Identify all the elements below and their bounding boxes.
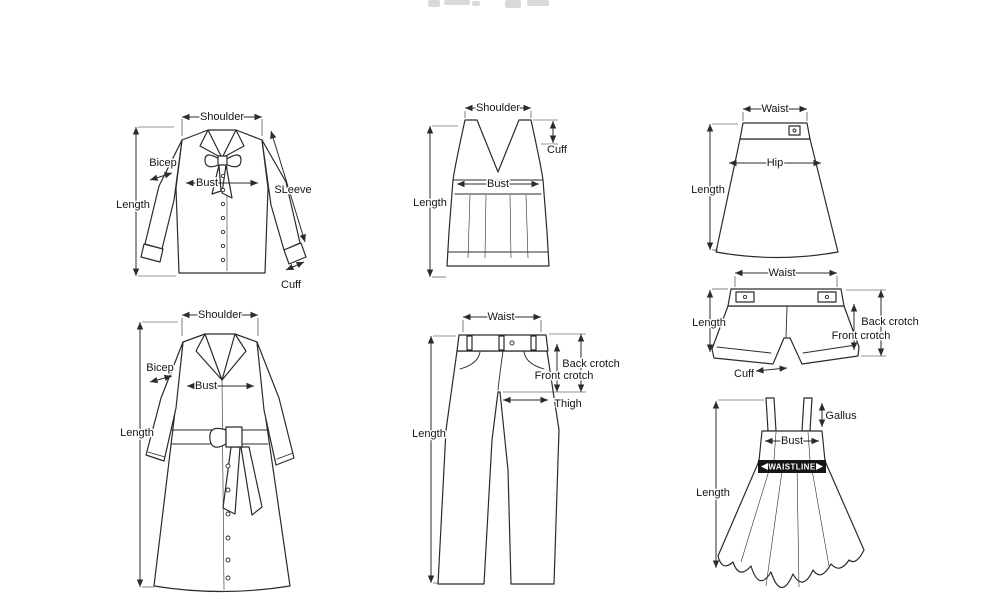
coat-length-label: Length xyxy=(120,427,154,439)
skirt-hip-label: Hip xyxy=(767,157,784,169)
blouse-length-label: Length xyxy=(116,199,150,211)
pants-pocket xyxy=(523,351,545,370)
coat-right-sleeve xyxy=(256,341,295,466)
dress-waistline-bar xyxy=(758,460,826,473)
coat-left-sleeve xyxy=(145,341,184,462)
tank-top-diagram: Shoulder Cuff Bust Length xyxy=(412,101,569,278)
blouse-diagram: Shoulder Length Bicep Bust SLeeve Cuff xyxy=(115,110,313,293)
blouse-collar xyxy=(199,129,223,159)
dress-bust-label: Bust xyxy=(781,435,803,447)
blouse-cuff-label: Cuff xyxy=(281,279,302,291)
pants-pocket xyxy=(459,351,481,370)
dress-waistline-label: WAISTLINE xyxy=(768,463,815,472)
skirt-body xyxy=(715,138,839,259)
pants-front-crotch-label: Front crotch xyxy=(535,370,594,382)
coat-collar xyxy=(221,333,247,381)
skirt-diagram: Waist Hip Length xyxy=(690,102,839,259)
coat-bicep-label: Bicep xyxy=(146,362,174,374)
blouse-collar xyxy=(221,129,245,159)
tank-body xyxy=(446,119,550,267)
shorts-waist-label: Waist xyxy=(768,267,795,279)
coat-belt-loop xyxy=(209,427,227,448)
shorts-waistband xyxy=(727,288,845,307)
shorts-front-crotch-label: Front crotch xyxy=(832,330,891,342)
blouse-sleeve-dimension xyxy=(270,130,306,243)
blouse-cuff-dimension xyxy=(285,261,305,271)
coat-bicep-dimension xyxy=(149,374,173,384)
blouse-bow-knot xyxy=(217,155,228,166)
blouse-bust-label: Bust xyxy=(196,177,218,189)
blouse-sleeve-label: SLeeve xyxy=(274,184,311,196)
blouse-right-cuff xyxy=(283,242,307,265)
skirt-waist-label: Waist xyxy=(761,103,788,115)
pants-thigh-label: Thigh xyxy=(554,398,582,410)
pants-button xyxy=(509,340,515,346)
tank-bust-label: Bust xyxy=(487,178,509,190)
coat-bust-label: Bust xyxy=(195,380,217,392)
coat-diagram: Shoulder Bicep Bust Length xyxy=(119,308,295,593)
blouse-bow xyxy=(224,154,242,168)
pants-length-label: Length xyxy=(412,428,446,440)
blouse-bow xyxy=(204,154,222,168)
shorts-diagram: Waist Length Back crotch Front crotch Cu… xyxy=(691,266,921,382)
pants-diagram: Waist Back crotch Front crotch Thigh Len… xyxy=(411,310,621,585)
coat-belt-knot xyxy=(225,426,243,448)
skirt-button xyxy=(792,128,797,133)
dress-skirt xyxy=(717,460,865,589)
coat-shoulder-label: Shoulder xyxy=(198,309,242,321)
tank-shoulder-label: Shoulder xyxy=(476,102,520,114)
pants-fly xyxy=(497,350,504,391)
shorts-back-crotch-label: Back crotch xyxy=(861,316,918,328)
shorts-cuff-dimension xyxy=(755,365,788,374)
tank-cuff-label: Cuff xyxy=(547,144,568,156)
tank-length-label: Length xyxy=(413,197,447,209)
blouse-bow-tail xyxy=(211,164,222,195)
pants-back-crotch-label: Back crotch xyxy=(562,358,619,370)
blouse-bicep-dimension xyxy=(149,172,173,181)
dress-diagram: WAISTLINE Gallus Bust Length xyxy=(695,397,865,589)
shorts-length-label: Length xyxy=(692,317,726,329)
blouse-shoulder-label: Shoulder xyxy=(200,111,244,123)
dress-length-label: Length xyxy=(696,487,730,499)
blouse-bicep-label: Bicep xyxy=(149,157,177,169)
watermark-remnant xyxy=(428,0,549,8)
pants-body xyxy=(437,350,560,585)
shorts-cuff-label: Cuff xyxy=(734,368,755,380)
coat-collar xyxy=(195,333,223,381)
dress-gallus-label: Gallus xyxy=(825,410,857,422)
pants-waist-label: Waist xyxy=(487,311,514,323)
skirt-length-label: Length xyxy=(691,184,725,196)
coat-belt-tail xyxy=(240,446,263,516)
blouse-body xyxy=(175,129,269,274)
blouse-buttons xyxy=(220,173,226,263)
coat-buttons xyxy=(225,463,231,581)
dress-strap xyxy=(801,397,813,432)
dress-strap xyxy=(765,397,777,432)
blouse-left-cuff xyxy=(140,243,164,263)
